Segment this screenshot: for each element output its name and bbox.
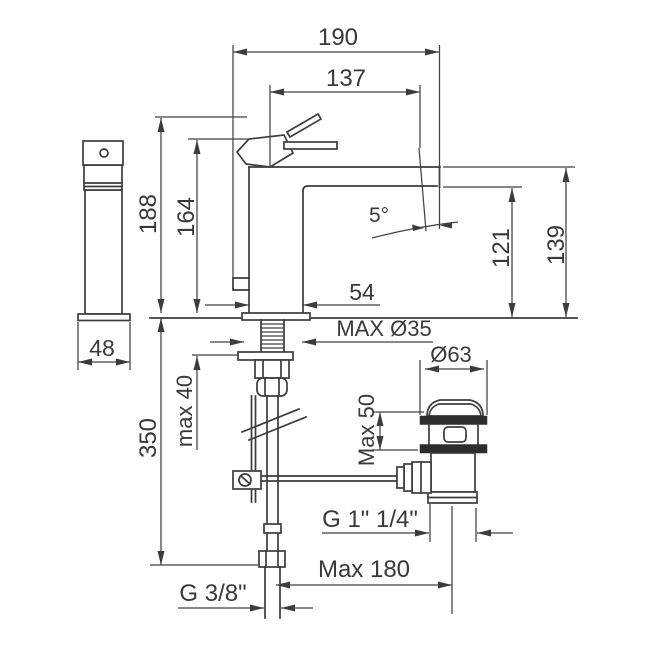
pipe-break-symbol (240, 407, 308, 442)
side-handle-cap (82, 140, 124, 166)
label-188: 188 (135, 194, 162, 234)
hose-nut (256, 377, 288, 397)
spout-underside (302, 185, 438, 314)
label-angle-5deg: 5° (369, 204, 389, 227)
below-deck-assembly (232, 319, 398, 619)
label-g38: G 3/8" (179, 580, 246, 607)
label-54: 54 (349, 279, 375, 305)
dimension-lines (78, 48, 570, 612)
front-base-plate (241, 312, 311, 321)
handle-lever-rod (285, 112, 323, 139)
label-max40: max 40 (172, 375, 197, 447)
label-o63: Ø63 (430, 342, 472, 367)
side-base-plate (77, 313, 131, 322)
body-side-stub (232, 277, 250, 291)
label-121: 121 (488, 228, 515, 268)
handle-screw-hole (99, 148, 109, 158)
compression-nut (258, 550, 286, 568)
shank-threads (261, 323, 284, 349)
label-139: 139 (543, 225, 570, 265)
pop-up-drain-assembly (396, 399, 488, 504)
drain-overflow-slot (443, 426, 467, 443)
label-max180: Max 180 (318, 556, 410, 583)
handle-lever-bar (283, 141, 338, 150)
dimension-labels: 190 137 188 164 121 139 5° 54 MAX Ø35 Ø6… (89, 24, 570, 607)
faucet-side-view (77, 140, 131, 322)
label-48: 48 (89, 335, 115, 361)
label-350: 350 (135, 418, 162, 458)
drain-cap (426, 399, 484, 417)
label-g114: G 1" 1/4" (322, 506, 418, 533)
pipe-fitting (263, 523, 282, 534)
faucet-front-view (232, 112, 441, 321)
drain-tailpiece (430, 452, 476, 493)
drain-upper-gasket (419, 415, 488, 425)
drain-lower-gasket (419, 444, 488, 454)
label-max50: Max 50 (354, 394, 379, 466)
label-190: 190 (318, 24, 358, 51)
label-164: 164 (173, 197, 200, 237)
handle-base (235, 134, 295, 168)
label-137: 137 (326, 65, 366, 92)
extension-lines (77, 45, 575, 614)
label-max-o35: MAX Ø35 (336, 316, 431, 341)
mounting-washer (237, 351, 294, 361)
mounting-nut (254, 359, 290, 379)
spout-angle-line (418, 147, 427, 232)
